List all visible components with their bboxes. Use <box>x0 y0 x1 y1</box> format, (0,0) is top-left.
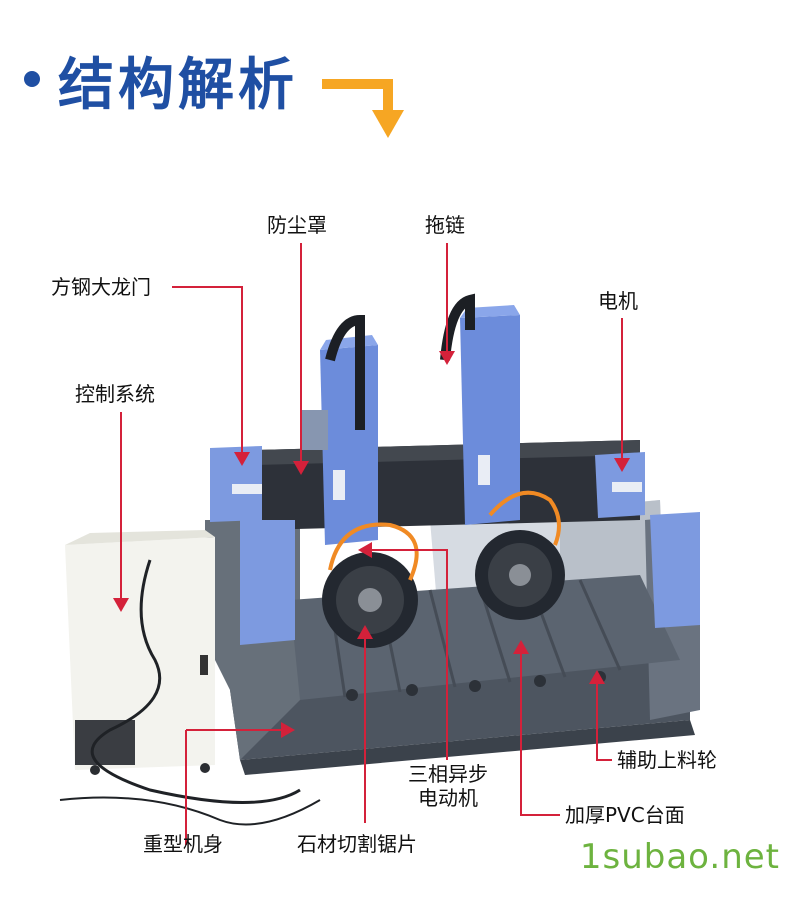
label-pvc-table: 加厚PVC台面 <box>565 803 685 827</box>
arrow-heavy-body-icon <box>281 722 295 738</box>
header: 结构解析 <box>0 0 800 150</box>
label-aux-wheel: 辅助上料轮 <box>617 748 717 772</box>
title-bullet <box>24 71 40 87</box>
page-title: 结构解析 <box>58 52 298 118</box>
callout-arrowheads <box>113 351 630 738</box>
arrow-pvc-table-icon <box>513 640 529 654</box>
label-async-motor-line1: 三相异步 <box>408 762 488 786</box>
arrow-saw-blade-icon <box>357 625 373 639</box>
label-heavy-body: 重型机身 <box>143 832 223 856</box>
label-drag-chain: 拖链 <box>425 213 465 237</box>
arrow-async-motor-icon <box>358 542 372 558</box>
label-saw-blade: 石材切割锯片 <box>297 832 417 856</box>
label-control-system: 控制系统 <box>75 382 155 406</box>
label-async-motor-line2: 电动机 <box>418 786 478 810</box>
label-motor: 电机 <box>598 289 638 313</box>
arrow-motor-icon <box>614 458 630 472</box>
arrow-gantry-icon <box>234 452 250 466</box>
label-gantry: 方钢大龙门 <box>51 275 151 299</box>
arrow-control-system-icon <box>113 598 129 612</box>
arrow-dust-cover-icon <box>293 461 309 475</box>
label-dust-cover: 防尘罩 <box>267 213 327 237</box>
arrow-drag-chain-icon <box>439 351 455 365</box>
arrow-aux-wheel-icon <box>589 670 605 684</box>
watermark: 1subao.net <box>579 837 780 877</box>
cnc-machine-illustration <box>59 293 700 826</box>
callout-lines <box>120 243 623 845</box>
orange-arrow-icon <box>322 79 404 138</box>
